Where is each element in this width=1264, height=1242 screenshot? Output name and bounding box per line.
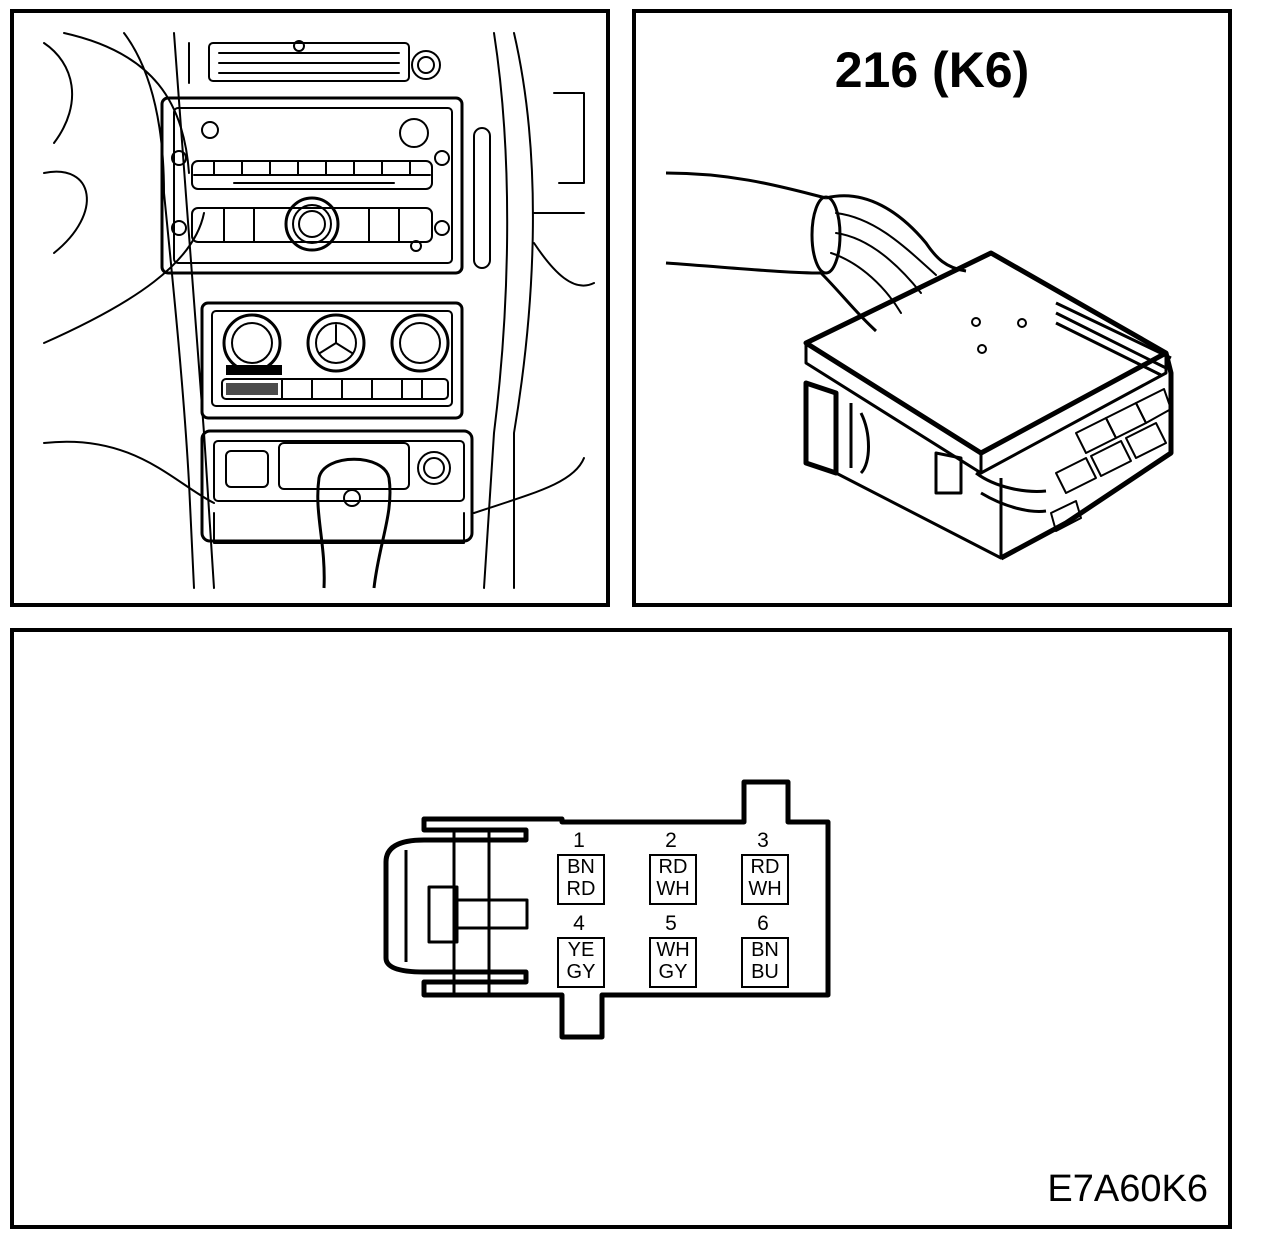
center-console-illustration [43, 32, 595, 589]
wire-color: BN [567, 856, 595, 878]
wire-color: WH [656, 878, 690, 900]
connector-title: 216 (K6) [834, 42, 1030, 98]
wire-color: BU [751, 961, 779, 983]
wire-color: RD [658, 856, 688, 878]
pin-5-cavity: WH GY [649, 937, 697, 988]
pinout-panel: 1 BN RD 2 RD WH 3 RD WH 4 YE GY [10, 628, 1232, 1229]
wire-color: WH [748, 878, 782, 900]
wire-color: RD [566, 878, 596, 900]
wire-color: WH [656, 939, 690, 961]
pin-4-cavity: YE GY [557, 937, 605, 988]
wire-color: GY [566, 961, 596, 983]
pin-number: 3 [757, 829, 769, 852]
pin-6: 6 [739, 912, 787, 936]
wire-color: YE [567, 939, 595, 961]
connector-view-panel: 216 (K6) [632, 9, 1232, 607]
pin-2: 2 [647, 829, 695, 853]
pin-3-cavity: RD WH [741, 854, 789, 905]
wire-color: BN [751, 939, 779, 961]
connector-face-outline [383, 779, 831, 1040]
pin-number: 1 [573, 829, 585, 852]
wire-color: GY [658, 961, 688, 983]
connector-3d-illustration [665, 171, 1174, 561]
pin-number: 4 [573, 912, 585, 935]
pin-3: 3 [739, 829, 787, 853]
pin-1-cavity: BN RD [557, 854, 605, 905]
location-view-panel [10, 9, 610, 607]
pin-5: 5 [647, 912, 695, 936]
pin-4: 4 [555, 912, 603, 936]
pin-number: 6 [757, 912, 769, 935]
pin-number: 5 [665, 912, 677, 935]
pin-6-cavity: BN BU [741, 937, 789, 988]
pin-2-cavity: RD WH [649, 854, 697, 905]
wire-color: RD [750, 856, 780, 878]
pin-1: 1 [555, 829, 603, 853]
pin-number: 2 [665, 829, 677, 852]
figure-code: E7A60K6 [1047, 1168, 1208, 1210]
